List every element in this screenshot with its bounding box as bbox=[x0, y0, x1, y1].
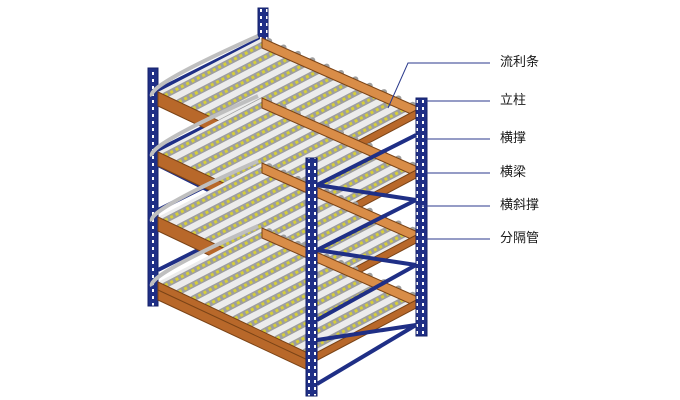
roller-wheels bbox=[178, 171, 285, 229]
front-uprights bbox=[305, 97, 428, 397]
roller-wheels bbox=[206, 118, 313, 177]
roller-wheels bbox=[220, 125, 328, 184]
roller-wheels bbox=[164, 99, 270, 157]
roller-wheels bbox=[220, 255, 328, 314]
roller-wheels bbox=[178, 236, 285, 294]
divider-tube bbox=[149, 224, 259, 288]
divider-tube-label: 分隔管 bbox=[500, 231, 540, 246]
roller-wheels bbox=[206, 248, 313, 307]
roller-wheels bbox=[192, 52, 299, 110]
flow-rail-leader bbox=[387, 62, 490, 109]
shelf-level bbox=[149, 34, 421, 180]
roller-wheels bbox=[206, 58, 313, 117]
roller-wheels bbox=[192, 177, 299, 235]
divider-tube bbox=[149, 159, 259, 223]
roller-wheels bbox=[206, 183, 313, 242]
roller-wheels bbox=[234, 261, 342, 320]
upright-label: 立柱 bbox=[500, 93, 527, 108]
divider-tube bbox=[149, 94, 259, 158]
divider-tube bbox=[149, 34, 259, 98]
roller-wheels bbox=[192, 112, 299, 170]
roller-wheels bbox=[304, 293, 414, 354]
roller-wheels bbox=[164, 229, 270, 287]
flow-rail-label: 流利条 bbox=[500, 55, 540, 70]
roller-wheels bbox=[164, 164, 270, 222]
roller-wheels bbox=[164, 39, 270, 97]
roller-wheels bbox=[248, 268, 357, 327]
callout-leaders bbox=[387, 62, 490, 240]
cross-brace-label: 横撑 bbox=[500, 131, 527, 146]
shelf-levels bbox=[149, 34, 421, 373]
roller-wheels bbox=[220, 190, 328, 249]
roller-wheels bbox=[192, 242, 299, 300]
roller-wheels bbox=[178, 106, 285, 164]
front-side-bracing bbox=[315, 133, 418, 386]
roller-wheels bbox=[178, 46, 285, 104]
beam-label: 横梁 bbox=[500, 165, 527, 180]
diagonal-brace-label: 横斜撑 bbox=[500, 198, 540, 213]
